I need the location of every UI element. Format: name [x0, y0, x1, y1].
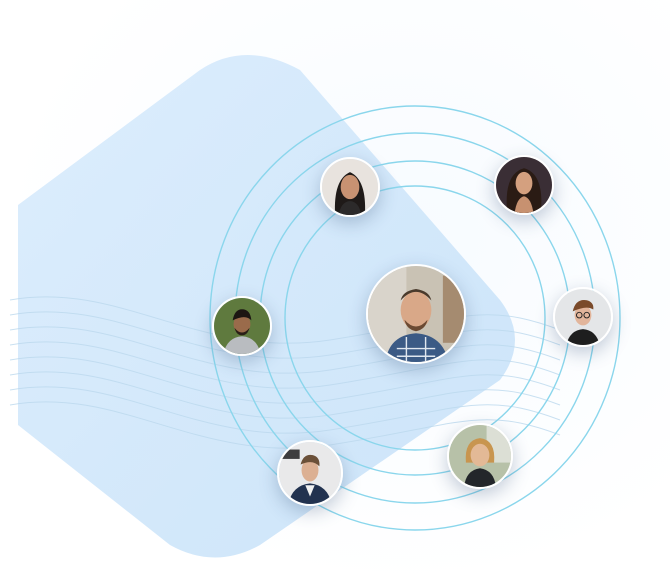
man-in-suit-avatar: [279, 442, 341, 504]
woman-long-wavy-hair-avatar: [496, 157, 552, 213]
man-with-beard-avatar: [368, 266, 464, 362]
young-man-glasses-avatar: [555, 289, 611, 345]
center-avatar[interactable]: [366, 264, 466, 364]
rounded-diamond-shape: [18, 55, 515, 558]
orbit-avatar-4[interactable]: [447, 423, 513, 489]
woman-blonde-avatar: [449, 425, 511, 487]
woman-dark-hair-avatar: [322, 159, 378, 215]
orbit-avatar-1[interactable]: [320, 157, 380, 217]
orbit-avatar-6[interactable]: [212, 296, 272, 356]
orbit-avatar-5[interactable]: [277, 440, 343, 506]
man-with-beard-grey-shirt-avatar: [214, 298, 270, 354]
wave-lines: [9, 296, 561, 449]
orbit-avatar-2[interactable]: [494, 155, 554, 215]
orbit-avatar-3[interactable]: [553, 287, 613, 347]
